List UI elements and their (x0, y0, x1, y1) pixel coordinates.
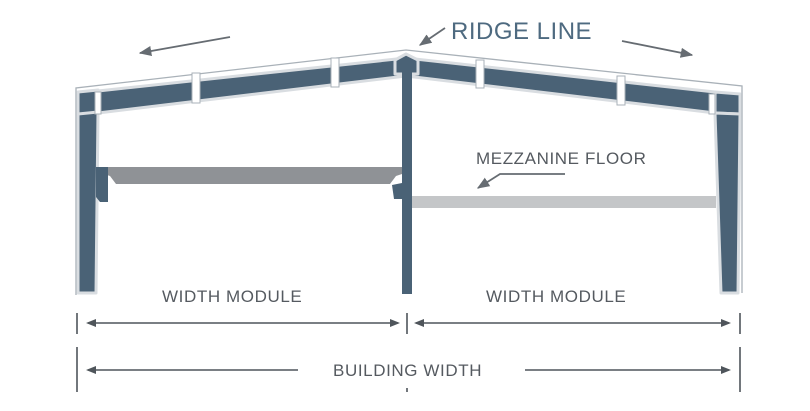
left-column (76, 110, 100, 295)
slope-arrow-right (621, 40, 694, 58)
ridge-peak (393, 52, 420, 76)
slope-arrow-left (138, 36, 231, 56)
width-module-dimension (76, 313, 741, 334)
splice-plate (475, 59, 485, 89)
mezzanine-bracket-left (96, 167, 108, 202)
splice-plate (94, 91, 102, 115)
splice-plate (330, 57, 340, 88)
center-column (402, 72, 412, 294)
frame-outline (75, 49, 743, 295)
mezzanine-floor-left (104, 167, 402, 184)
width-module-label-left: WIDTH MODULE (162, 287, 302, 306)
mezzanine-bracket-center (392, 183, 402, 199)
left-rafter (96, 56, 408, 115)
splice-plate (191, 72, 201, 104)
right-haunch (713, 90, 742, 116)
ridge-line-pointer (418, 27, 446, 46)
building-width-label: BUILDING WIDTH (333, 361, 482, 380)
splice-plate (616, 75, 626, 106)
mezzanine-floor-right (412, 196, 716, 208)
splice-plate (708, 93, 716, 115)
building-width-dimension (76, 347, 741, 392)
right-column (713, 111, 742, 295)
mezzanine-floor-label: MEZZANINE FLOOR (476, 149, 647, 168)
mezzanine-floor-pointer (476, 173, 565, 189)
width-module-label-right: WIDTH MODULE (486, 287, 626, 306)
ridge-line-label: RIDGE LINE (451, 18, 592, 45)
